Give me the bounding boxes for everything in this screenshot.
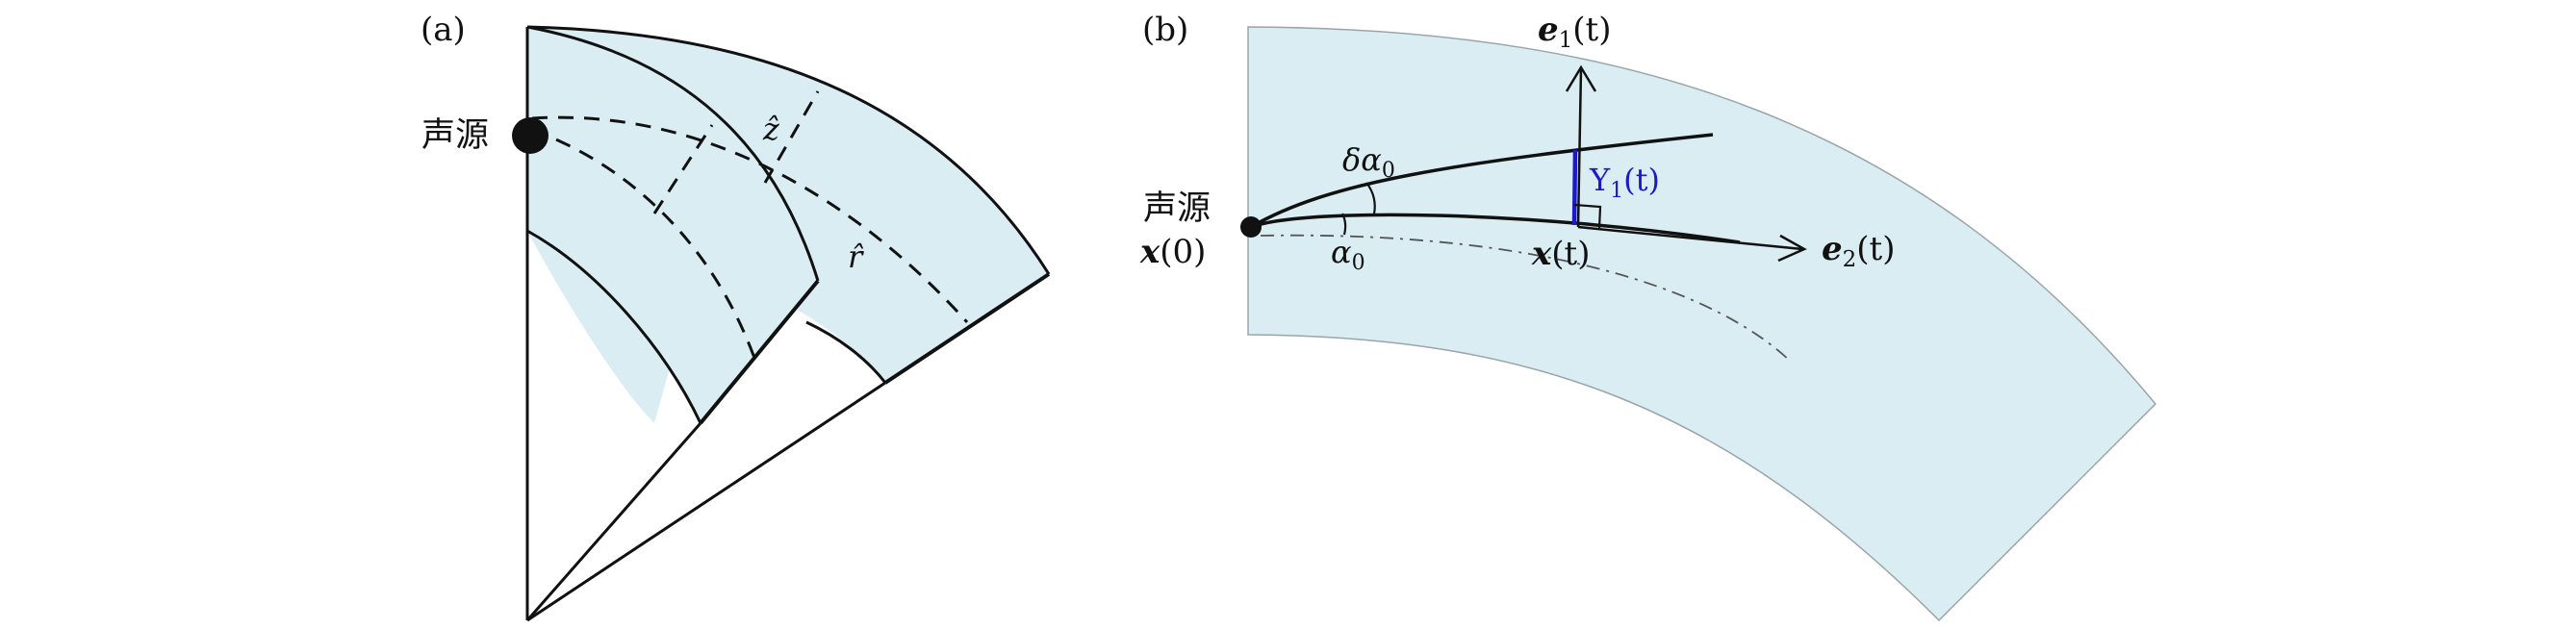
source-dot (512, 117, 548, 154)
y1-segment (1571, 149, 1578, 226)
e2-label: e2(t) (1822, 230, 1895, 272)
panel-b-label: (b) (1142, 11, 1188, 49)
panel-a-source-label: 声源 (421, 116, 489, 155)
dashed-upper-curve (531, 115, 969, 324)
e1-label: e1(t) (1538, 11, 1611, 53)
panel-b-source-label: 声源 (1143, 189, 1211, 228)
alpha-label: α0 (1331, 234, 1365, 275)
dashed-normal-1 (652, 124, 714, 214)
xt-label: x(t) (1531, 235, 1590, 273)
panel-a: (a) 声源 ẑ r̂ (421, 11, 1051, 622)
middle-arc (805, 320, 887, 384)
y1-label: Y1(t) (1589, 162, 1660, 203)
inner-arc-upper (526, 25, 820, 282)
e2-arrow-head (1777, 234, 1807, 263)
outer-radial (883, 272, 1051, 385)
panel-b: (b) 声源 x(0) δα0 α0 Y1(t) x(t) e1(t) e2(t… (1139, 11, 2157, 622)
delta-alpha-label: δα0 (1342, 141, 1395, 183)
right-angle-marker (1573, 203, 1602, 230)
inner-band (527, 27, 818, 423)
step-radial (699, 279, 820, 425)
ray-outer (526, 381, 886, 622)
x0-label: x(0) (1139, 233, 1206, 271)
reference-dashed-ray (1260, 234, 1791, 362)
dashed-normal-2 (763, 90, 820, 184)
curved-band (1247, 26, 2157, 622)
ray-inner (525, 422, 702, 621)
lower-arc (526, 229, 702, 424)
e1-arrow-shaft (1576, 68, 1583, 228)
e2-arrow-shaft (1577, 225, 1803, 251)
outer-arc (526, 25, 1051, 275)
e1-arrow-head (1565, 64, 1597, 92)
main-ray (1250, 213, 1741, 244)
panel-a-label: (a) (421, 11, 466, 49)
z-hat-label: ẑ (762, 111, 780, 147)
perturbed-ray (1250, 133, 1714, 229)
r-hat-label: r̂ (848, 239, 864, 275)
source-dot-b (1240, 216, 1262, 238)
delta-alpha-arc (1365, 182, 1376, 214)
alpha-arc (1341, 213, 1347, 236)
dashed-lower-curve (531, 128, 757, 362)
